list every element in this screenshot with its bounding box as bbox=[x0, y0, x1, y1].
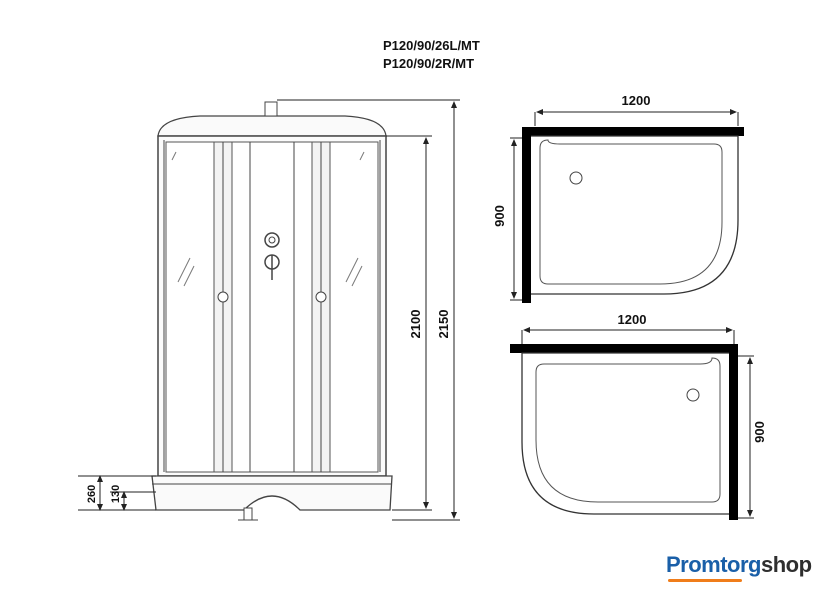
plan-view-right bbox=[510, 327, 754, 520]
brand-logo-part2: shop bbox=[761, 552, 812, 577]
plan-left-depth: 900 bbox=[492, 205, 507, 227]
dim-label-2100: 2100 bbox=[408, 310, 423, 339]
wall-right-r bbox=[729, 344, 738, 520]
drain-left bbox=[569, 171, 583, 185]
model-label-left: P120/90/26L/MT bbox=[383, 38, 480, 53]
tray-inner-left bbox=[539, 139, 723, 285]
model-label-right: P120/90/2R/MT bbox=[383, 56, 474, 71]
cabin-roof bbox=[157, 115, 387, 137]
brand-logo: Promtorgshop bbox=[666, 552, 812, 582]
tray-outline-right bbox=[521, 352, 729, 515]
drain-right bbox=[686, 388, 700, 402]
wall-top-r bbox=[510, 344, 738, 353]
dim-label-130: 130 bbox=[110, 485, 122, 503]
wall-left bbox=[522, 127, 531, 303]
roof-vent bbox=[264, 101, 278, 117]
plan-right-depth: 900 bbox=[752, 421, 767, 443]
brand-underline bbox=[668, 579, 742, 582]
back-panel bbox=[231, 141, 313, 473]
wall-top bbox=[522, 127, 744, 136]
plan-view-left bbox=[510, 109, 744, 303]
tray-inner-right bbox=[535, 357, 721, 503]
door-handle-left bbox=[217, 291, 229, 303]
door-handle-right bbox=[315, 291, 327, 303]
dim-label-2150: 2150 bbox=[436, 310, 451, 339]
glass-panel-right bbox=[329, 141, 379, 473]
glass-panel-left bbox=[165, 141, 215, 473]
front-dimensions bbox=[78, 99, 460, 521]
brand-logo-part1: Promtorg bbox=[666, 552, 762, 577]
shower-cabin-front-view bbox=[151, 101, 393, 521]
drain-pipe bbox=[243, 507, 253, 521]
tray-outline-left bbox=[531, 135, 739, 295]
shower-tray-base bbox=[151, 475, 393, 511]
plan-right-width: 1200 bbox=[618, 312, 647, 327]
dim-label-260: 260 bbox=[86, 485, 98, 503]
plan-left-width: 1200 bbox=[622, 93, 651, 108]
